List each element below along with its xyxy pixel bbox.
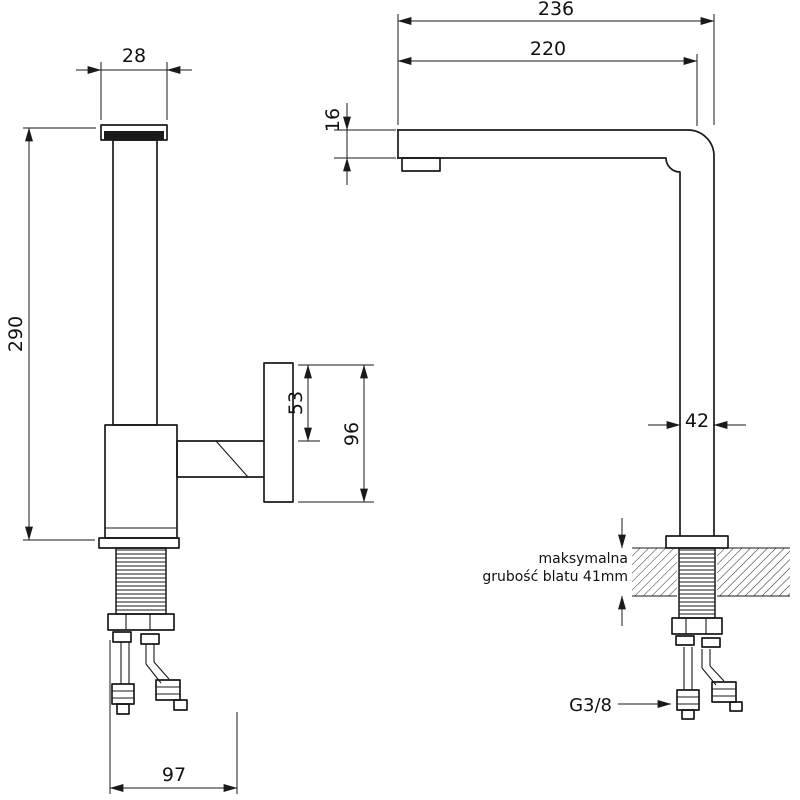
dim-290-label: 290 <box>5 316 27 352</box>
aerator <box>401 157 441 172</box>
countertop-section: maksymalna grubość blatu 41mm <box>482 518 790 626</box>
mounting-hardware-side <box>107 547 188 715</box>
dim-28: 28 <box>76 45 192 120</box>
spout-column-side <box>100 124 168 426</box>
countertop-note-line1: maksymalna <box>539 551 628 567</box>
cap-band <box>104 131 164 140</box>
mounting-thread <box>678 547 716 619</box>
dim-16: 16 <box>322 103 396 185</box>
dim-220: 220 <box>397 38 698 126</box>
dim-28-label: 28 <box>122 45 146 67</box>
dim-53-label: 53 <box>285 391 307 415</box>
supply-hoses-side <box>120 642 170 684</box>
dim-42: 42 <box>648 409 746 432</box>
countertop-hatch-left <box>632 548 677 596</box>
dim-290: 290 <box>5 127 96 541</box>
dim-16-label: 16 <box>322 108 344 132</box>
faucet-body-side <box>98 424 180 549</box>
countertop-note-line2: grubość blatu 41mm <box>482 569 628 585</box>
mounting-thread <box>115 547 167 615</box>
dim-220-label: 220 <box>530 38 566 60</box>
right-view: maksymalna grubość blatu 41mm <box>322 0 790 720</box>
dim-42-label: 42 <box>685 410 709 432</box>
mounting-hardware-front <box>665 535 743 720</box>
dim-97-label: 97 <box>162 764 186 786</box>
countertop-hatch-right <box>717 548 790 596</box>
lever-handle-side <box>176 362 294 503</box>
base-flange <box>665 535 729 549</box>
dim-96-label: 96 <box>341 422 363 446</box>
dim-42-label-bg <box>681 409 713 431</box>
dim-96: 96 <box>298 364 374 503</box>
dim-236-label: 236 <box>538 0 574 20</box>
thread-size-label: G3/8 <box>569 695 612 716</box>
left-view: 28 290 53 96 97 <box>5 45 374 794</box>
thread-callout: G3/8 <box>569 695 672 716</box>
hose-connectors-front <box>676 681 743 720</box>
dim-97: 97 <box>109 640 238 794</box>
spout-front <box>397 129 715 537</box>
hose-connectors-side <box>111 679 188 715</box>
dim-236: 236 <box>397 0 715 125</box>
supply-hoses-front <box>683 647 725 690</box>
